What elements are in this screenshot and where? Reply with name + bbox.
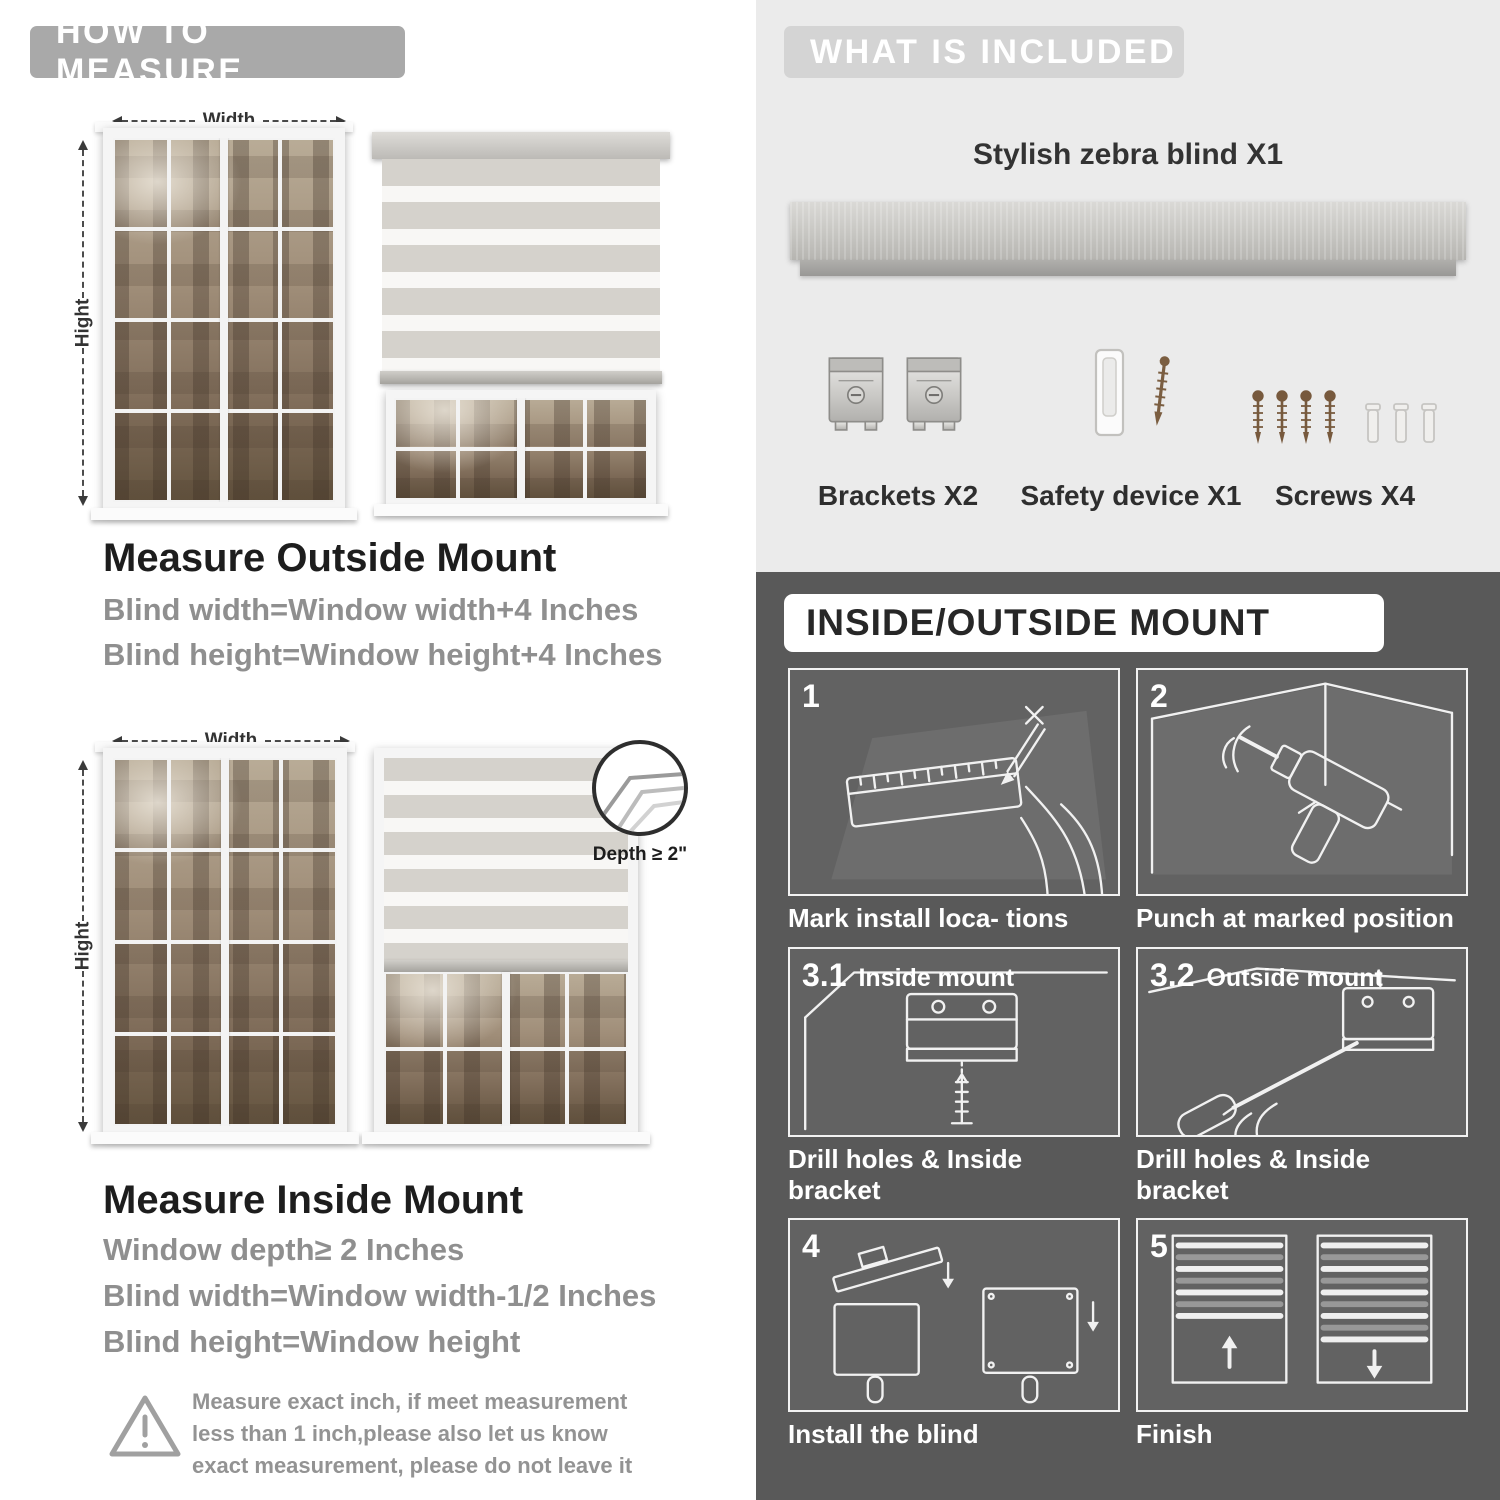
safety-device-icon	[1094, 348, 1170, 437]
safety-device-label: Safety device X1	[1020, 480, 1242, 511]
step-3-2-label: Outside mount	[1206, 964, 1383, 992]
outside-formula-width: Blind width=Window width+4 Inches	[103, 592, 639, 627]
inside-formula-height: Blind height=Window height	[103, 1324, 521, 1359]
blind-bottom-rail	[380, 371, 662, 384]
outside-mount-title: Measure Outside Mount	[103, 536, 557, 580]
inside-formula-depth: Window depth≥ 2 Inches	[103, 1232, 465, 1267]
blind-fabric	[382, 159, 660, 371]
mount-section-header: INSIDE/OUTSIDE MOUNT	[784, 594, 1384, 652]
window-under-blind	[374, 390, 668, 516]
arrow-up-icon	[78, 760, 88, 770]
inside-mount-title: Measure Inside Mount	[103, 1178, 524, 1222]
how-to-measure-label: HOW TO MEASURE	[56, 13, 244, 90]
arrow-up-icon	[78, 140, 88, 150]
inside-height-arrow: Hight	[70, 760, 96, 1132]
step-1: 1 Mark install loca- tions	[788, 668, 1120, 935]
warning-triangle-icon	[109, 1395, 181, 1457]
outside-formula-height: Blind height=Window height+4 Inches	[103, 637, 663, 672]
step-4-panel: 4	[788, 1218, 1120, 1412]
zebra-blind-inside-illustration	[362, 748, 650, 1144]
depth-magnifier	[592, 740, 688, 836]
arrow-left-icon	[112, 736, 122, 746]
arrow-left-icon	[112, 116, 122, 126]
mount-section-label: INSIDE/OUTSIDE MOUNT	[806, 602, 1271, 643]
step-3-1-number: 3.1	[802, 957, 847, 993]
step-5: 5	[1136, 1218, 1468, 1451]
step-4-number: 4	[802, 1228, 820, 1264]
inside-formula-width: Blind width=Window width-1/2 Inches	[103, 1278, 657, 1313]
step-4-caption: Install the blind	[788, 1419, 979, 1449]
window-illustration-outside	[91, 122, 357, 520]
measure-note: Measure exact inch, if meet measurement …	[192, 1389, 633, 1478]
bracket-icon	[906, 357, 962, 431]
blind-bottom-rail	[384, 960, 628, 972]
step-5-number: 5	[1150, 1228, 1168, 1264]
brackets-label: Brackets X2	[817, 480, 979, 511]
arrow-right-icon	[336, 116, 346, 126]
arrow-down-icon	[78, 496, 88, 506]
window-panes	[113, 138, 335, 502]
step-3-2-number: 3.2	[1150, 957, 1195, 993]
step-2-number: 2	[1150, 678, 1168, 714]
step-1-panel: 1	[788, 668, 1120, 896]
step-1-caption: Mark install loca- tions	[788, 903, 1069, 933]
step-3-1-art	[804, 971, 1108, 1131]
arrow-down-icon	[78, 1122, 88, 1132]
what-is-included-header: WHAT IS INCLUDED	[784, 26, 1184, 78]
step-5-art	[1171, 1234, 1433, 1384]
how-to-measure-header: HOW TO MEASURE	[30, 13, 405, 90]
step-2-art	[1150, 682, 1454, 875]
step-3-1-label: Inside mount	[858, 964, 1015, 992]
step-4-art	[832, 1245, 1099, 1404]
what-is-included-label: WHAT IS INCLUDED	[810, 32, 1177, 71]
zebra-blind-item-label: Stylish zebra blind X1	[972, 138, 1284, 171]
step-5-panel: 5	[1136, 1218, 1468, 1412]
arrow-right-icon	[340, 736, 350, 746]
frame-corner-detail-icon	[602, 772, 684, 832]
step-3-2-caption: Drill holes & Inside bracket	[1136, 1144, 1371, 1205]
step-3-2-art	[1148, 967, 1456, 1135]
step-3-1-panel: 3.1 Inside mount	[788, 947, 1120, 1137]
blind-cassette	[372, 132, 670, 159]
step-2-caption: Punch at marked position	[1136, 903, 1454, 933]
inside-outside-mount-section: INSIDE/OUTSIDE MOUNT 1	[756, 572, 1500, 1500]
step-2-panel: 2	[1136, 668, 1468, 896]
bracket-icon	[828, 357, 884, 431]
step-1-art	[831, 705, 1106, 894]
what-is-included-section: WHAT IS INCLUDED Stylish zebra blind X1	[756, 0, 1500, 572]
outside-height-label: Hight	[72, 298, 94, 348]
zebra-blind-product-image	[790, 202, 1466, 276]
step-3-2: 3.2 Outside mount Drill holes	[1136, 947, 1468, 1206]
inside-height-label: Hight	[72, 921, 94, 971]
depth-label: Depth ≥ 2"	[592, 844, 688, 865]
step-5-caption: Finish	[1136, 1419, 1213, 1449]
mount-steps-grid: 1 Mark install loca- tions	[788, 668, 1468, 1451]
screws-label: Screws X4	[1274, 480, 1416, 511]
step-2: 2	[1136, 668, 1468, 935]
zebra-blind-outside-illustration	[372, 132, 670, 516]
step-3-1-caption: Drill holes & Inside bracket	[788, 1144, 1023, 1205]
step-3-1: 3.1 Inside mount D	[788, 947, 1120, 1206]
window-illustration-inside	[91, 742, 359, 1144]
step-4: 4 Install t	[788, 1218, 1120, 1451]
blind-fabric	[384, 758, 628, 960]
outside-height-arrow: Hight	[70, 140, 96, 506]
screws-icon	[1252, 390, 1437, 444]
step-1-number: 1	[802, 678, 820, 714]
step-3-2-panel: 3.2 Outside mount	[1136, 947, 1468, 1137]
